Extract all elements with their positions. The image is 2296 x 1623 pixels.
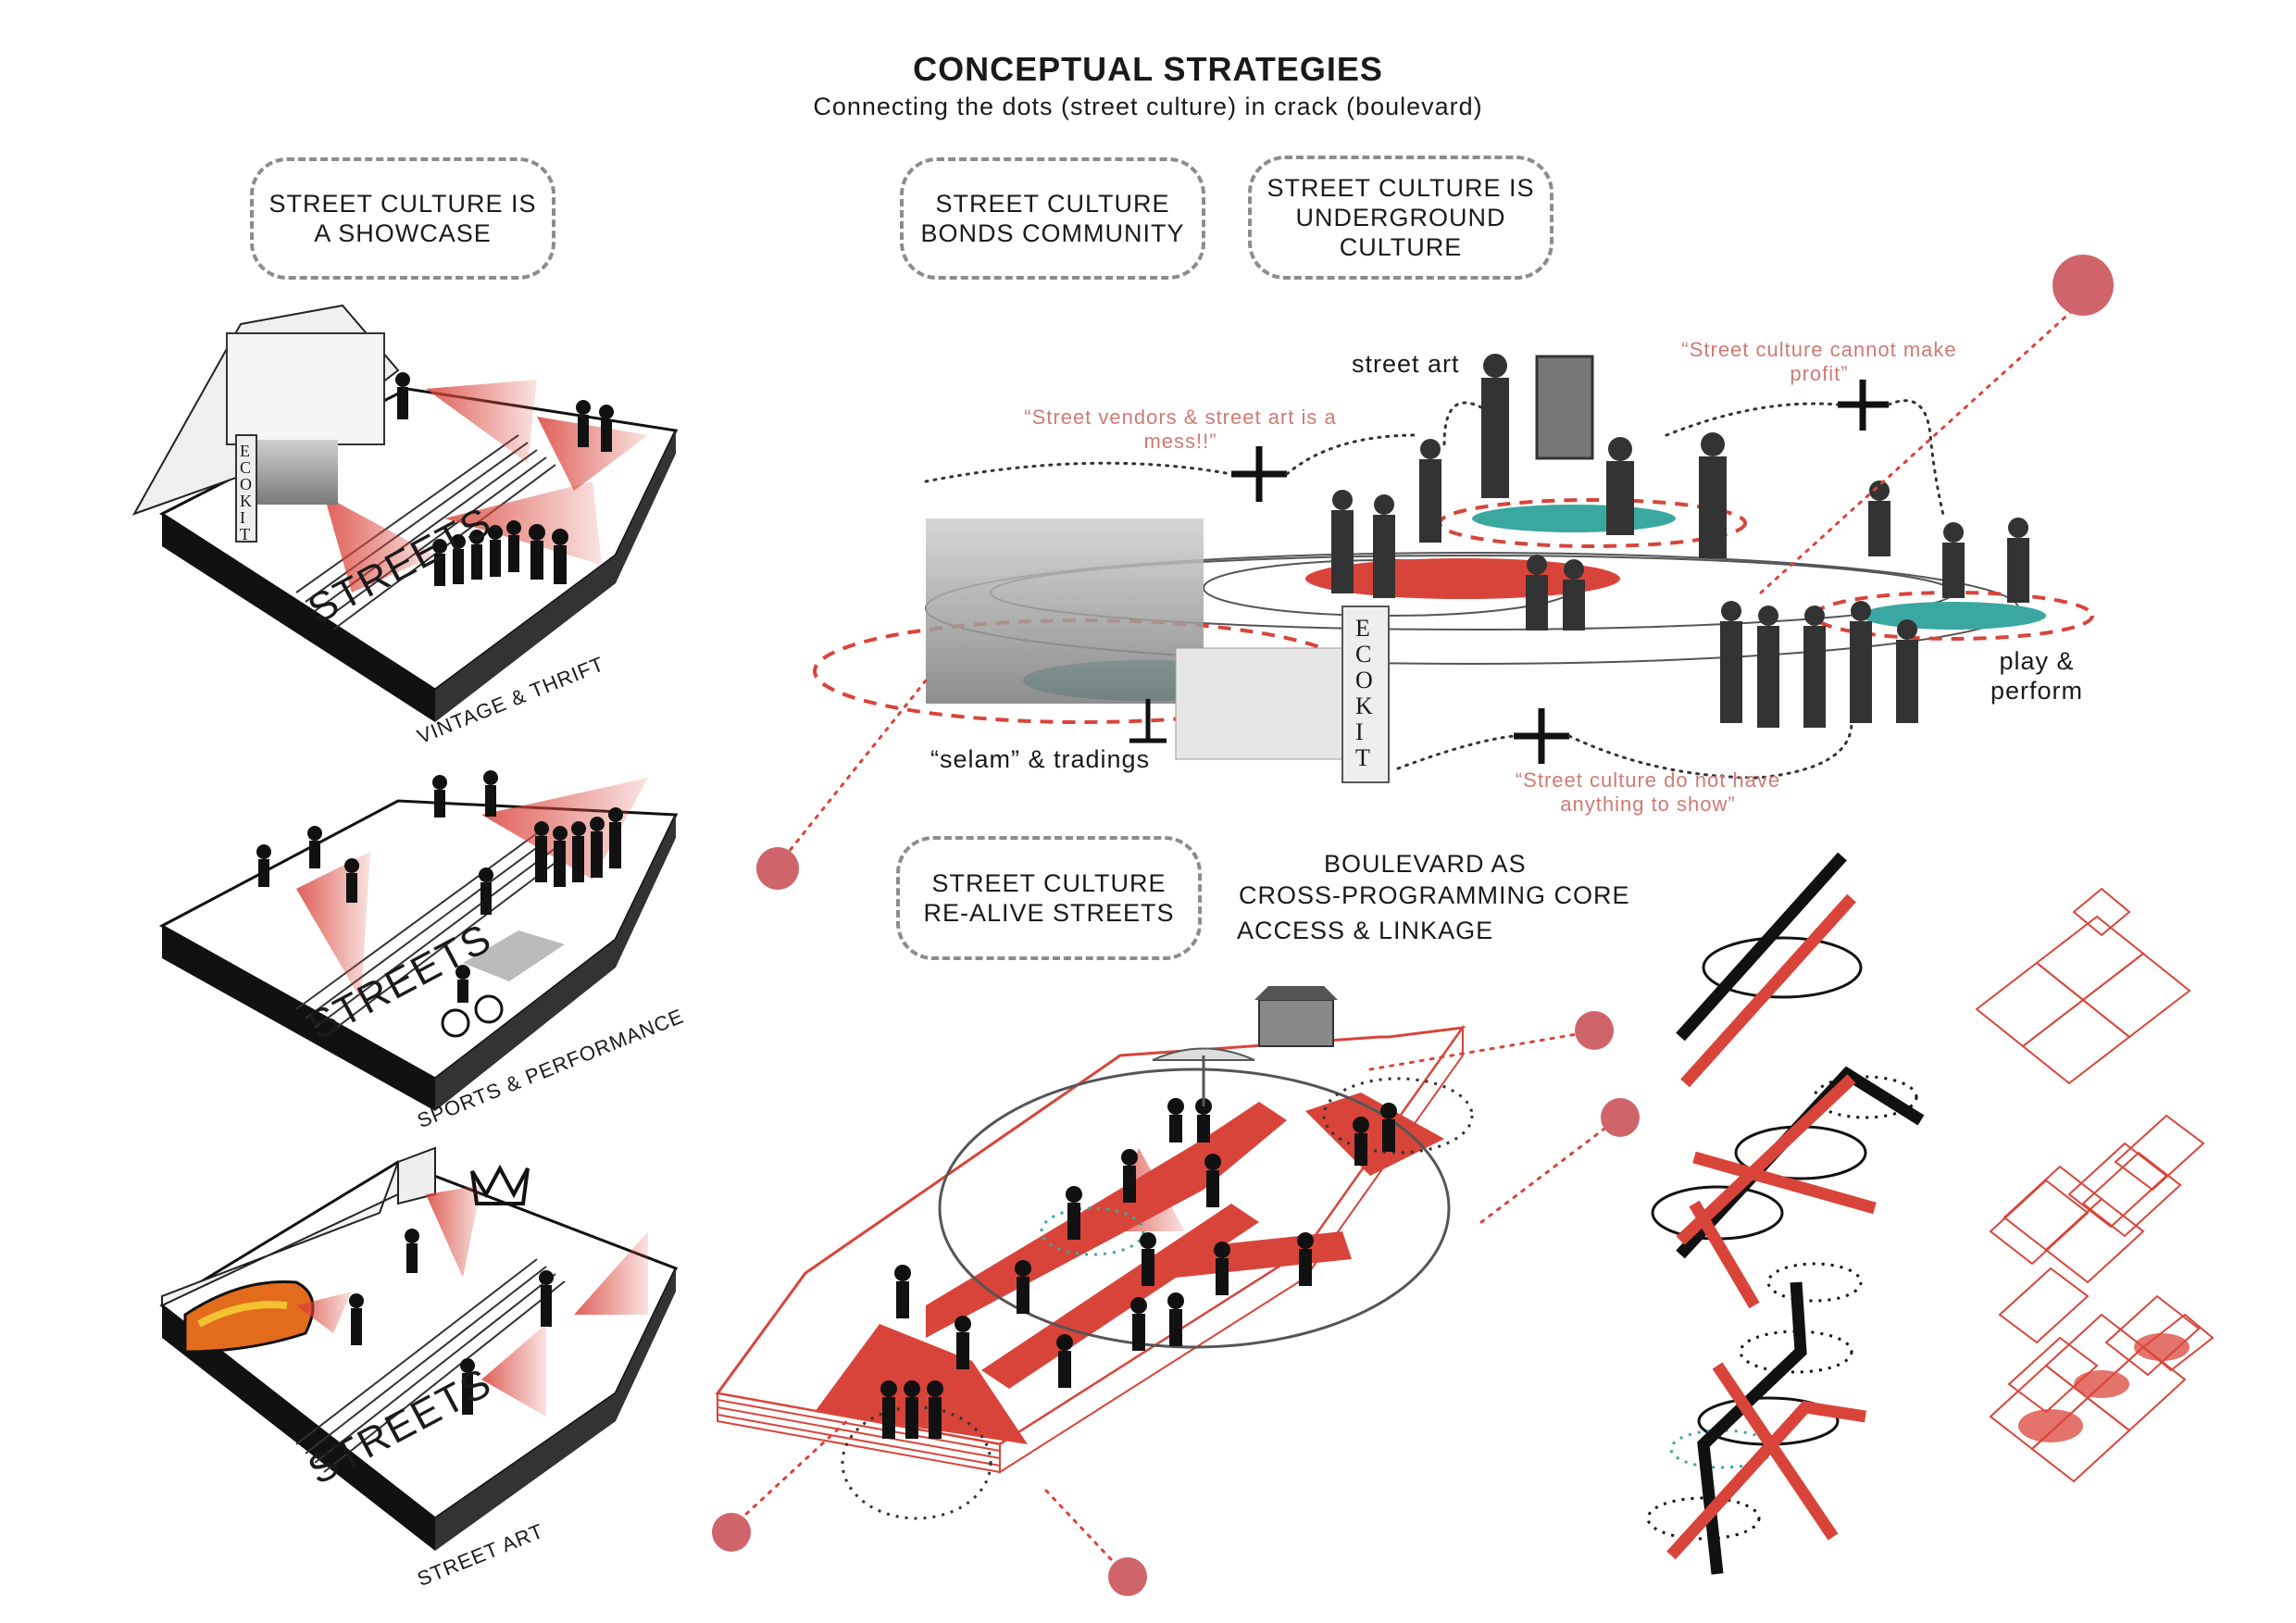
quote-profit: “Street culture cannot make profit” [1657,338,1981,386]
sign-text-collage: ECOKIT [1355,616,1376,771]
model-street-art [162,1148,676,1551]
strategy-box-underground: STREET CULTURE IS UNDERGROUND CULTURE [1248,156,1554,280]
strategy-box-realive: STREET CULTURE RE-ALIVE STREETS [896,836,1202,960]
boulevard-line-1: BOULEVARD AS [1324,850,1527,879]
label-selam-tradings: “selam” & tradings [930,745,1150,774]
sign-text-model: ECOKIT [240,443,255,543]
linkage-diagrams [1648,856,2213,1574]
page-title: CONCEPTUAL STRATEGIES [0,50,2296,89]
boulevard-line-2: CROSS-PROGRAMMING CORE [1239,881,1630,910]
boulevard-model [712,986,1640,1596]
quote-vendors: “Street vendors & street art is a mess!!… [1009,406,1352,454]
page-subtitle: Connecting the dots (street culture) in … [0,93,2296,121]
strategy-box-bonds: STREET CULTURE BONDS COMMUNITY [900,157,1205,280]
label-play-perform: play & perform [1990,646,2083,705]
label-street-art: street art [1352,350,1460,379]
boulevard-line-3: ACCESS & LINKAGE [1237,917,1493,945]
strategy-box-showcase: STREET CULTURE IS A SHOWCASE [250,157,555,280]
quote-show: “Street culture do not have anything to … [1481,768,1815,817]
